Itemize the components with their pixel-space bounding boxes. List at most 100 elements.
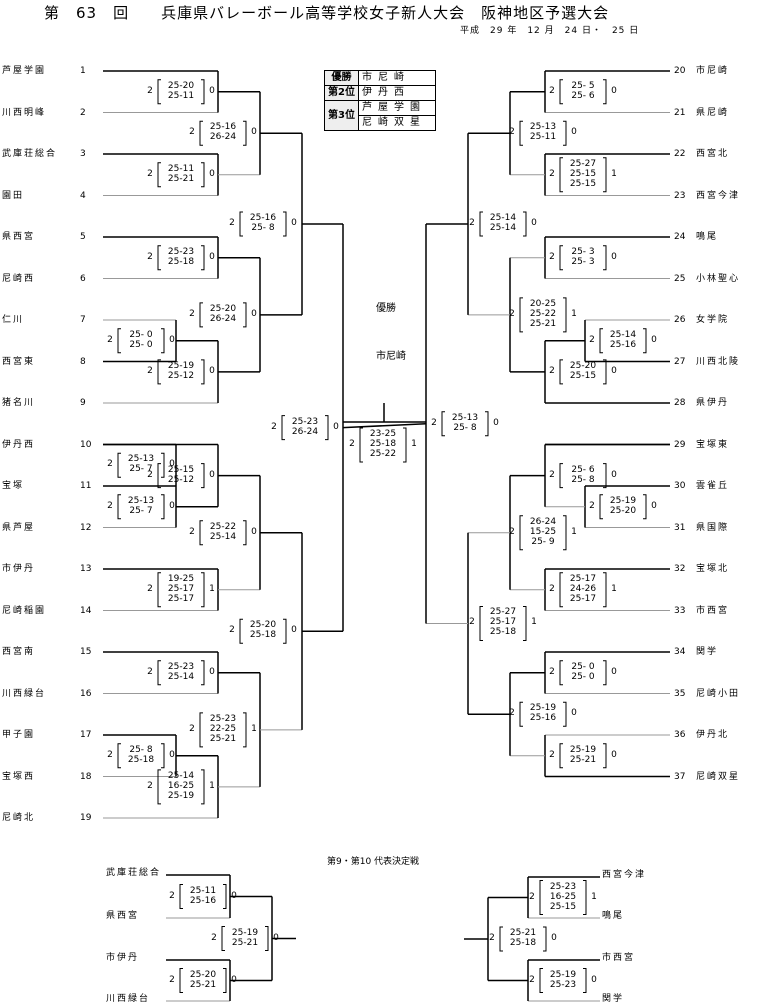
score-sets-won: 2	[147, 469, 153, 480]
score-line: 26-24	[209, 313, 237, 324]
team-name-left: 宝塚	[2, 481, 25, 491]
score-sets-won: 2	[549, 168, 555, 179]
score-bracket	[199, 120, 203, 146]
team-name-right: 川西北陵	[696, 356, 741, 367]
score-line: 25-14	[167, 671, 195, 682]
score-bracket	[243, 120, 247, 146]
score-sets-won: 2	[509, 127, 515, 138]
score-bracket	[563, 701, 567, 727]
sub-team-left: 川西緑台	[106, 994, 151, 1004]
score-line: 25-20	[167, 80, 195, 91]
team-number-right: 35	[674, 688, 686, 699]
score-bracket	[559, 245, 563, 271]
team-number-left: 4	[80, 190, 86, 201]
team-number-left: 12	[80, 522, 92, 533]
score-line: 25- 8	[453, 422, 477, 433]
score-bracket	[281, 415, 285, 441]
sub-team-right: 西宮今津	[602, 870, 647, 880]
score-bracket	[201, 162, 205, 188]
score-sets-lost: 1	[531, 617, 537, 628]
score-bracket	[603, 157, 607, 193]
score-line: 25-18	[489, 627, 517, 638]
team-number-left: 11	[80, 481, 92, 491]
score-line: 25-21	[209, 733, 237, 744]
score-sets-lost: 0	[209, 469, 215, 480]
score-sets-won: 2	[589, 334, 595, 345]
team-name-left: 川西明峰	[2, 107, 47, 118]
team-number-right: 31	[674, 522, 686, 533]
score-line: 25-20	[249, 620, 277, 631]
sub-team-left: 武庫荘総合	[106, 868, 162, 878]
team-number-right: 36	[674, 730, 686, 740]
score-line: 25- 9	[531, 536, 555, 547]
score-line: 25-21	[569, 754, 597, 765]
score-bracket	[117, 743, 121, 769]
score-bracket	[523, 211, 527, 237]
score-line: 25- 8	[571, 474, 595, 485]
team-name-right: 尼崎小田	[696, 688, 741, 699]
score-line: 25-15	[167, 464, 195, 475]
event-date: 平成 29 年 12 月 24 日・ 25 日	[460, 26, 640, 36]
score-sets-lost: 1	[411, 439, 417, 449]
score-sets-lost: 1	[571, 308, 577, 319]
score-sets-lost: 0	[251, 308, 257, 319]
score-sets-lost: 1	[611, 583, 617, 594]
score-sets-won: 2	[147, 251, 153, 262]
score-sets-lost: 0	[209, 365, 215, 376]
score-bracket	[479, 605, 483, 641]
score-sets-won: 2	[147, 168, 153, 179]
score-sets-lost: 0	[169, 749, 175, 760]
score-sets-won: 2	[107, 459, 113, 470]
score-sets-won: 2	[169, 890, 175, 901]
score-line: 25- 8	[129, 744, 153, 755]
team-name-right: 女学院	[696, 315, 730, 325]
score-line: 26-24	[209, 132, 237, 143]
score-line: 25-23	[167, 661, 195, 672]
score-sets-won: 2	[549, 365, 555, 376]
score-sets-won: 2	[229, 218, 235, 229]
team-name-left: 市伊丹	[2, 564, 36, 574]
bracket-line	[342, 423, 427, 429]
score-line: 25-16	[609, 339, 637, 350]
team-name-left: 川西緑台	[2, 688, 47, 699]
score-line: 25-16	[189, 895, 217, 906]
team-number-right: 28	[674, 398, 686, 408]
score-bracket	[161, 328, 165, 354]
score-sets-lost: 0	[611, 469, 617, 480]
score-sets-lost: 0	[651, 500, 657, 511]
score-bracket	[583, 968, 587, 993]
score-bracket	[201, 660, 205, 686]
score-bracket	[179, 968, 183, 993]
score-line: 25-20	[209, 303, 237, 314]
score-line: 25-19	[529, 703, 557, 714]
score-sets-won: 2	[107, 500, 113, 511]
score-sets-won: 2	[529, 891, 535, 902]
team-number-right: 32	[674, 564, 686, 574]
team-name-left: 西宮東	[2, 356, 36, 367]
score-line: 26-24	[529, 516, 557, 527]
team-number-left: 17	[80, 730, 92, 740]
score-line: 25-16	[529, 713, 557, 724]
score-line: 25- 7	[129, 505, 153, 516]
score-bracket	[201, 359, 205, 385]
score-sets-lost: 0	[209, 666, 215, 677]
score-bracket	[519, 120, 523, 146]
score-line: 25- 8	[251, 223, 275, 234]
score-sets-lost: 1	[251, 723, 257, 734]
score-line: 25-19	[569, 744, 597, 755]
score-sets-lost: 0	[571, 708, 577, 719]
score-line: 25-13	[529, 122, 557, 133]
score-sets-lost: 0	[169, 500, 175, 511]
sub-bracket-title: 第9・第10 代表決定戦	[327, 857, 420, 867]
score-sets-won: 2	[529, 974, 535, 985]
score-bracket	[599, 494, 603, 520]
score-bracket	[161, 743, 165, 769]
score-bracket	[157, 162, 161, 188]
score-sets-lost: 0	[551, 933, 557, 943]
team-number-left: 5	[80, 232, 86, 242]
score-sets-lost: 0	[169, 459, 175, 470]
sub-team-left: 県西宮	[106, 911, 140, 921]
score-bracket	[117, 452, 121, 478]
team-name-left: 県芦屋	[2, 522, 36, 533]
score-line: 25-15	[569, 168, 597, 179]
